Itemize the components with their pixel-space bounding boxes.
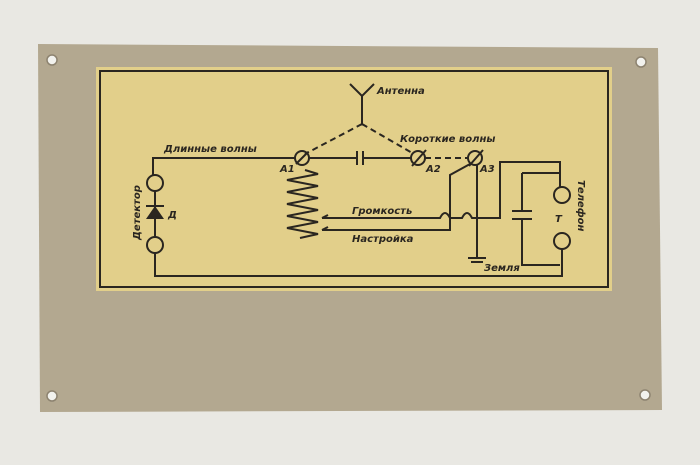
capacitor-icon bbox=[356, 151, 364, 165]
terminal-a3 bbox=[467, 150, 483, 166]
label-short-waves: Короткие волны bbox=[400, 134, 495, 145]
mounting-holes bbox=[46, 54, 651, 402]
ground-icon bbox=[468, 257, 486, 263]
label-a1: А1 bbox=[279, 164, 295, 175]
coil-icon bbox=[286, 169, 319, 239]
telephone-terminal bbox=[553, 186, 571, 204]
label-a2: А2 bbox=[425, 164, 441, 175]
label-telephone-t: Т bbox=[555, 214, 563, 225]
label-tuning: Настройка bbox=[352, 234, 414, 245]
hole-icon bbox=[46, 390, 58, 402]
capacitor-icon bbox=[512, 210, 532, 220]
diagram-paper bbox=[96, 67, 612, 291]
label-telephone: Телефон bbox=[575, 180, 587, 232]
label-volume: Громкость bbox=[352, 206, 412, 217]
circuit-schematic bbox=[146, 83, 571, 277]
label-detector: Детектор bbox=[132, 185, 143, 241]
label-a3: А3 bbox=[479, 164, 495, 175]
label-long-waves: Длинные волны bbox=[163, 144, 257, 155]
diagram-frame bbox=[99, 70, 609, 288]
diode-icon bbox=[146, 206, 164, 219]
hole-icon bbox=[46, 54, 58, 66]
label-diode: Д bbox=[167, 210, 177, 221]
antenna-icon bbox=[349, 83, 375, 124]
label-antenna: Антенна bbox=[376, 86, 425, 97]
hole-icon bbox=[635, 56, 647, 68]
label-ground: Земля bbox=[484, 263, 520, 274]
hole-icon bbox=[639, 389, 651, 401]
